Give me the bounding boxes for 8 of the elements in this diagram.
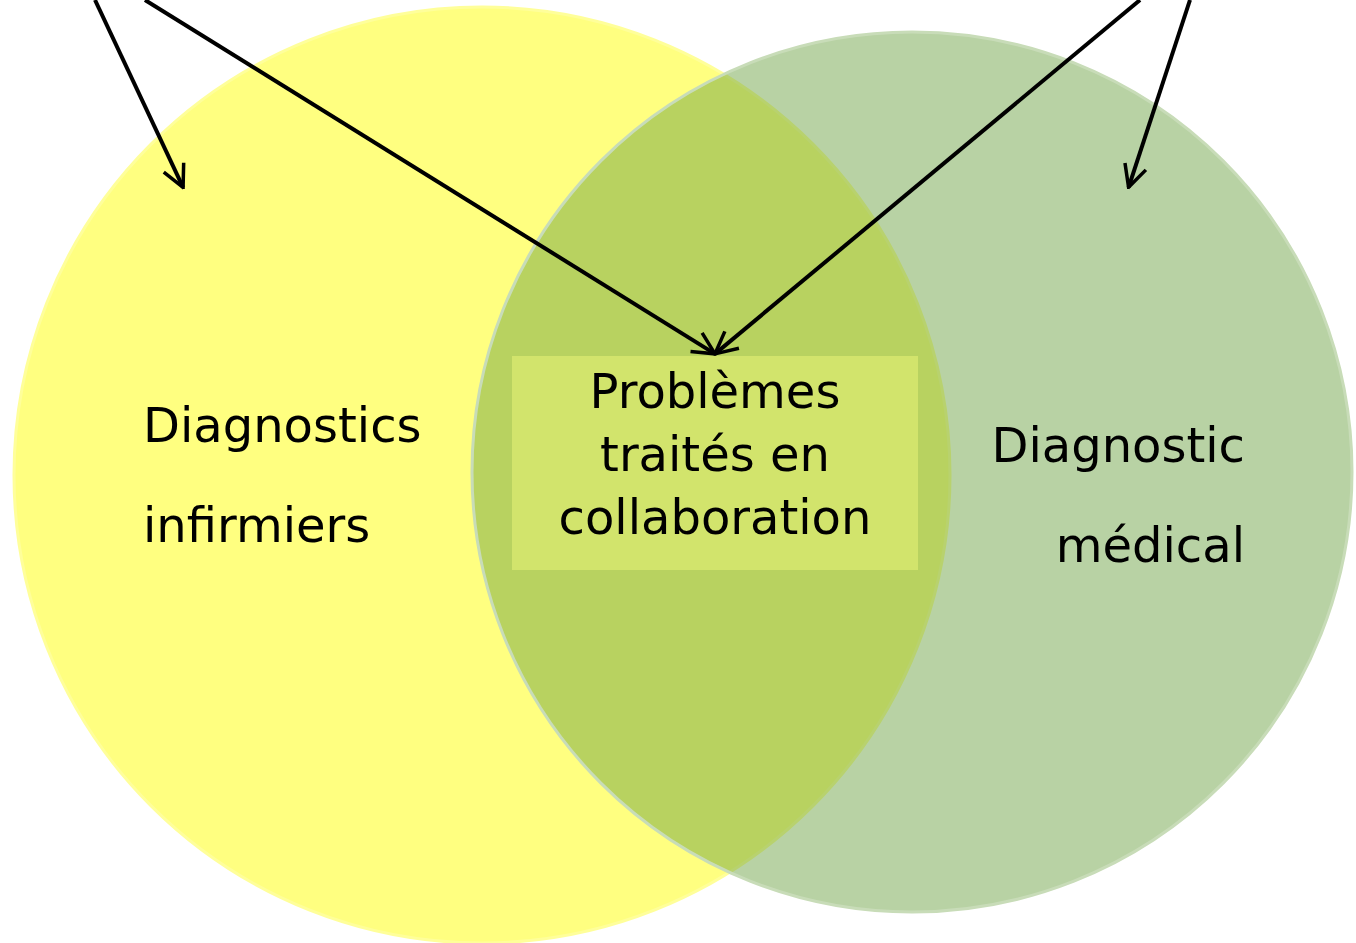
circle-label: Diagnostics infirmiers: [143, 396, 423, 555]
box-label: Problèmes traités en collaboration: [557, 362, 873, 547]
arrow: [93, 0, 186, 190]
circle-label: Diagnostic médical: [990, 416, 1245, 575]
label-box: [512, 356, 918, 570]
arrow: [713, 0, 1142, 356]
arrow: [143, 0, 717, 356]
arrow: [1123, 0, 1192, 190]
